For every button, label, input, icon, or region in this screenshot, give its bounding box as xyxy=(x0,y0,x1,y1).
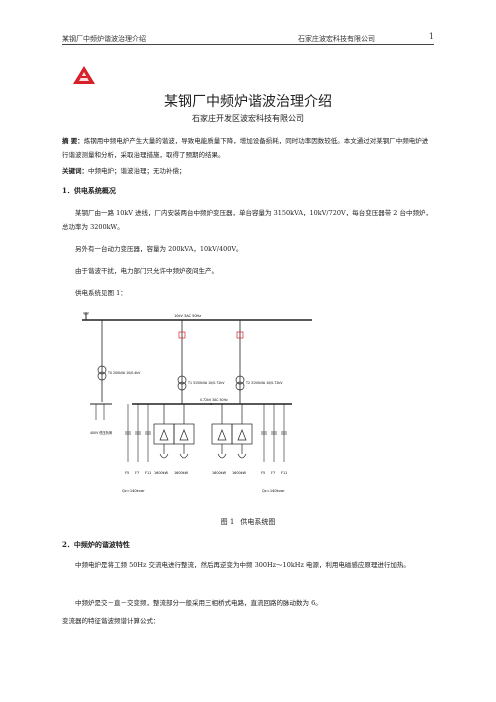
paragraph-2: 另外有一台动力变压器，容量为 200kVA，10kV/400V。 xyxy=(75,245,243,253)
bus-720v-label: 0.72kV 3AC 50Hz xyxy=(200,398,228,402)
section-2-heading: 2．中频炉的谐波特性 xyxy=(62,540,130,549)
t1-label: T1 3150kVA 10/0.72kV xyxy=(187,381,225,385)
section-1-heading: 1．供电系统概况 xyxy=(62,186,116,195)
filter-group-right xyxy=(261,404,287,462)
furnace-3-label: 1600kW xyxy=(212,471,227,475)
header-company: 石家庄波宏科技有限公司 xyxy=(298,35,375,43)
filter-l-f5: F5 xyxy=(125,471,129,475)
doc-subtitle: 石家庄开发区波宏科技有限公司 xyxy=(192,114,304,123)
transformer-t2-icon xyxy=(235,375,245,385)
qc-left-label: Qc=140kvar xyxy=(122,489,145,493)
t0-label: T0 200kVA 10/0.4kV xyxy=(107,371,141,375)
header-title: 某钢厂中频炉谐波治理介绍 xyxy=(62,35,146,43)
qc-right-label: Qc=140kvar xyxy=(262,489,285,493)
figure-caption-text: 供电系统图 xyxy=(240,518,276,526)
page-number: 1 xyxy=(428,32,434,41)
paragraph-7: 变流器的特征谐波频谱计算公式： xyxy=(62,617,160,625)
paragraph-1: 某钢厂由一路 10kV 进线，厂内安装两台中频炉变压器，单台容量为 3150kV… xyxy=(62,209,432,231)
bus-10kv-label: 10kV 3AC 50Hz xyxy=(174,314,201,318)
breaker-1-icon xyxy=(178,331,186,339)
incoming-icon xyxy=(83,312,89,315)
paragraph-6: 中频炉是交－直－交变频，整流部分一般采用三相桥式电路，直流回路的脉动数为 6。 xyxy=(75,599,322,607)
abstract-text: 炼钢用中频电炉产生大量的谐波，导致电能质量下降，增加设备损耗，同时功率因数较低。… xyxy=(62,137,429,159)
paragraph-4: 供电系统见图 1： xyxy=(75,289,127,297)
breaker-2-icon xyxy=(236,331,244,339)
filter-r-f7: F7 xyxy=(271,471,275,475)
filter-group-left xyxy=(125,404,151,462)
filter-r-f5: F5 xyxy=(261,471,265,475)
furnace-1-label: 1600kW xyxy=(154,471,169,475)
t2-label: T2 3150kVA 10/0.72kV xyxy=(245,381,283,385)
doc-title: 某钢厂中频炉谐波治理介绍 xyxy=(164,94,332,110)
abstract-label: 摘 要： xyxy=(62,137,84,145)
filter-l-f11: F11 xyxy=(145,471,151,475)
keywords-label: 关键词： xyxy=(62,167,88,175)
abstract: 摘 要：炼钢用中频电炉产生大量的谐波，导致电能质量下降，增加设备损耗，同时功率因… xyxy=(62,134,434,162)
rectifier-group xyxy=(153,404,253,459)
low-voltage-load-label: 400V 低压负荷 xyxy=(90,430,113,435)
filter-r-f11: F11 xyxy=(281,471,287,475)
furnace-2-label: 1600kW xyxy=(174,471,189,475)
paragraph-5: 中频电炉是将工频 50Hz 交流电进行整流，然后再逆变为中频 300Hz～10k… xyxy=(75,561,410,569)
filter-l-f7: F7 xyxy=(135,471,139,475)
paragraph-3: 由于谐波干扰，电力部门只允许中频炉夜间生产。 xyxy=(75,267,218,275)
company-logo-icon xyxy=(73,66,95,84)
transformer-t1-icon xyxy=(177,375,187,385)
transformer-t0-icon xyxy=(97,365,107,375)
figure-caption: 图 1 供电系统图 xyxy=(0,517,496,527)
figure-number: 图 1 xyxy=(220,518,235,526)
keywords: 关键词：中频电炉；谐波治理；无功补偿； xyxy=(62,164,434,178)
keywords-text: 中频电炉；谐波治理；无功补偿； xyxy=(88,167,186,175)
furnace-4-label: 1600kW xyxy=(232,471,247,475)
page-header: 某钢厂中频炉谐波治理介绍 石家庄波宏科技有限公司 1 xyxy=(62,30,434,45)
power-supply-diagram: 10kV 3AC 50Hz T0 200kVA 10/0.4kV 400V 低压… xyxy=(82,312,312,493)
